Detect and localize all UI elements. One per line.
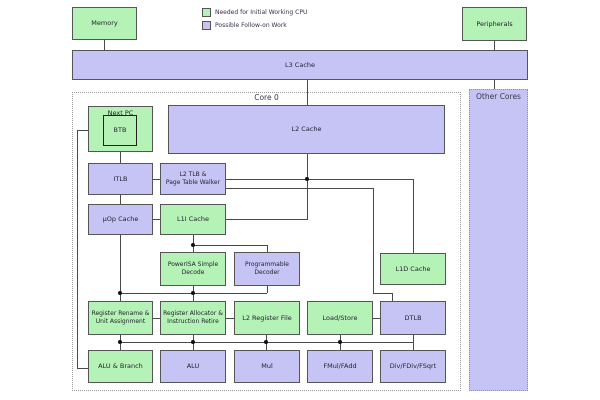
connector-branch-feedback-h-top xyxy=(77,130,88,131)
connector-progdecoder-in-v xyxy=(267,245,268,252)
junction-dot xyxy=(191,243,195,247)
alu-block: ALU xyxy=(160,350,226,383)
legend-purple-swatch xyxy=(202,21,211,30)
l1i-cache-block: L1I Cache xyxy=(160,204,226,235)
junction-dot xyxy=(118,340,122,344)
peripherals-block: Peripherals xyxy=(462,7,527,41)
legend-purple-label: Possible Follow-on Work xyxy=(215,22,287,29)
junction-dot xyxy=(191,340,195,344)
connector-dtlb-div-v xyxy=(413,335,414,350)
junction-dot xyxy=(191,291,195,295)
connector-l2cache-down xyxy=(307,154,308,220)
core0-title: Core 0 xyxy=(254,93,279,102)
connector-progdecoder-out-v xyxy=(267,286,268,293)
connector-uop-regrename xyxy=(120,235,121,301)
junction-dot xyxy=(338,340,342,344)
connector-l3-othercores xyxy=(494,80,495,89)
connector-btb-itlb xyxy=(120,146,121,163)
fmul-fadd-block: FMul/FAdd xyxy=(307,350,373,383)
junction-dot xyxy=(118,291,122,295)
other-cores-panel xyxy=(469,89,528,391)
connector-loadstore-dtlb xyxy=(373,318,380,319)
connector-itlb-uop xyxy=(120,195,121,204)
memory-block: Memory xyxy=(72,7,137,40)
l1d-cache-block: L1D Cache xyxy=(380,253,446,285)
alu-branch-block: ALU & Branch xyxy=(88,350,153,383)
connector-branch-feedback-h-bottom xyxy=(77,368,88,369)
connector-memory-l3 xyxy=(104,40,105,50)
connector-regrename-regalloc xyxy=(153,318,160,319)
connector-l2tlb-l1d-v xyxy=(413,179,414,253)
connector-l2tlb-dtlb-v2 xyxy=(392,293,393,301)
legend-green-label: Needed for Initial Working CPU xyxy=(215,9,308,16)
load-store-block: Load/Store xyxy=(307,301,373,335)
connector-branch-feedback-v xyxy=(77,130,78,369)
btb-block: BTB xyxy=(103,115,137,146)
l2-register-file-block: L2 Register File xyxy=(234,301,300,335)
dtlb-block: DTLB xyxy=(380,301,446,335)
connector-l2tlb-l1d-h xyxy=(226,179,413,180)
connector-l2tlb-dtlb-v1 xyxy=(373,188,374,293)
itlb-block: ITLB xyxy=(88,163,153,195)
uop-cache-block: µOp Cache xyxy=(88,204,153,235)
junction-dot xyxy=(264,340,268,344)
powerisa-decode-block: PowerISA Simple Decode xyxy=(160,252,226,286)
connector-l1i-l2cache xyxy=(226,219,307,220)
programmable-decoder-block: Programmable Decoder xyxy=(234,252,300,286)
connector-l2tlb-dtlb-h2 xyxy=(373,293,392,294)
register-rename-block: Register Rename & Unit Assignment xyxy=(88,301,153,335)
mul-block: Mul xyxy=(234,350,300,383)
legend-green-swatch xyxy=(202,8,211,17)
div-fdiv-fsqrt-block: Div/FDiv/FSqrt xyxy=(380,350,446,383)
l3-cache-block: L3 Cache xyxy=(72,50,528,80)
connector-regalloc-l2rf xyxy=(226,318,234,319)
other-cores-title: Other Cores xyxy=(476,92,521,101)
junction-dot xyxy=(305,177,309,181)
connector-l3-l2 xyxy=(307,80,308,105)
connector-uop-l1i xyxy=(153,219,160,220)
connector-peripherals-l3 xyxy=(494,41,495,50)
register-allocator-block: Register Allocator & Instruction Retire xyxy=(160,301,226,335)
connector-l2tlb-dtlb-h1 xyxy=(226,188,373,189)
connector-itlb-l2tlb xyxy=(153,179,160,180)
l2-cache-block: L2 Cache xyxy=(168,105,445,154)
l2-tlb-block: L2 TLB & Page Table Walker xyxy=(160,163,226,195)
connector-decoders-split-h xyxy=(193,245,267,246)
